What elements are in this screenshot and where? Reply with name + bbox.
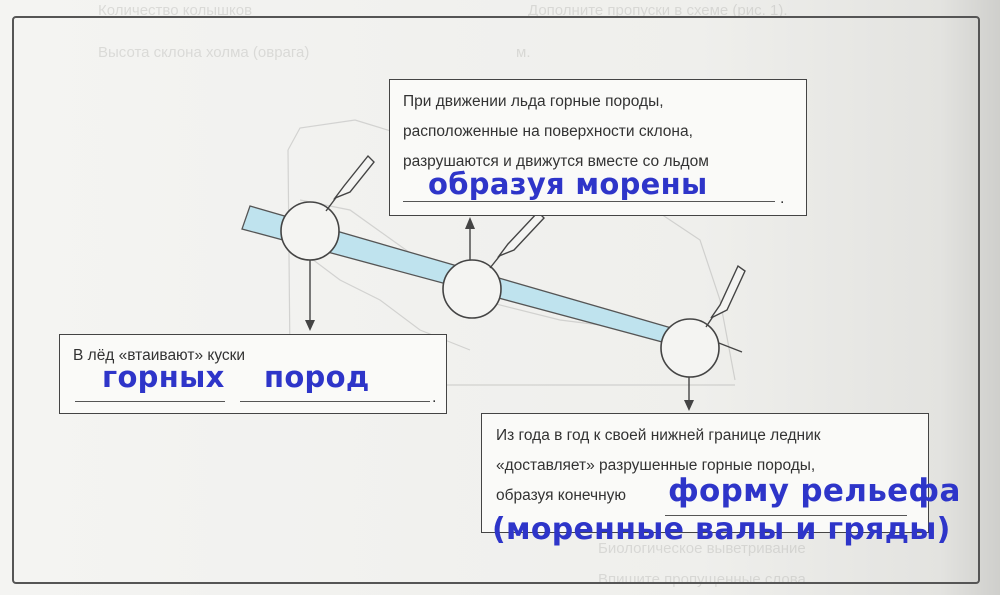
top-box-line-3: разрушаются и движутся вместе со льдом	[403, 153, 709, 170]
top-box-period: .	[780, 190, 785, 207]
arrow-to-top-box	[465, 217, 475, 260]
section-circle-1	[280, 201, 340, 261]
magnifier-handle-2-icon	[489, 210, 545, 269]
section-circle-3	[660, 318, 720, 378]
ghost-text-height: Высота склона холма (оврага)	[98, 44, 310, 61]
top-box-line-2: расположенные на поверхности склона,	[403, 123, 693, 140]
top-box-line-1: При движении льда горные породы,	[403, 93, 664, 110]
left-box-line-1: В лёд «втаивают» куски	[73, 347, 246, 364]
ghost-text-weathering: Биологическое выветривание	[598, 540, 806, 557]
bottom-box-line-3: образуя конечную	[496, 487, 627, 504]
left-box-blank-2	[240, 401, 430, 402]
left-box-period: .	[432, 389, 437, 406]
ghost-text-unit: м.	[516, 44, 531, 61]
bottom-box-line-2: «доставляет» разрушенные горные породы,	[496, 457, 816, 474]
arrow-to-left-box	[305, 260, 315, 331]
bottom-box-line-1: Из года в год к своей нижней границе лед…	[496, 427, 821, 444]
top-box-blank	[403, 201, 775, 202]
ghost-text-task: Дополните пропуски в схеме (рис. 1).	[528, 2, 788, 19]
section-circle-2	[442, 259, 502, 319]
top-text-box: При движении льда горные породы, располо…	[389, 79, 807, 216]
bottom-text-box: Из года в год к своей нижней границе лед…	[481, 413, 929, 533]
left-box-answer-1: горных	[102, 360, 225, 394]
left-text-box: В лёд «втаивают» куски .	[59, 334, 447, 414]
ghost-text-count: Количество колышков	[98, 2, 253, 19]
magnifier-handle-3-icon	[705, 264, 746, 328]
left-box-blank-1	[75, 401, 225, 402]
arrow-to-bottom-box	[684, 377, 694, 411]
diagram-frame	[12, 16, 980, 584]
magnifier-handle-1-icon	[325, 154, 375, 212]
bottom-box-blank	[665, 515, 907, 516]
bottom-box-answer-2: (моренные валы и гряды)	[492, 512, 951, 547]
bottom-box-answer-1: форму рельефа	[668, 473, 961, 509]
top-box-answer: образуя морены	[428, 167, 708, 201]
left-box-answer-2: пород	[264, 360, 370, 394]
